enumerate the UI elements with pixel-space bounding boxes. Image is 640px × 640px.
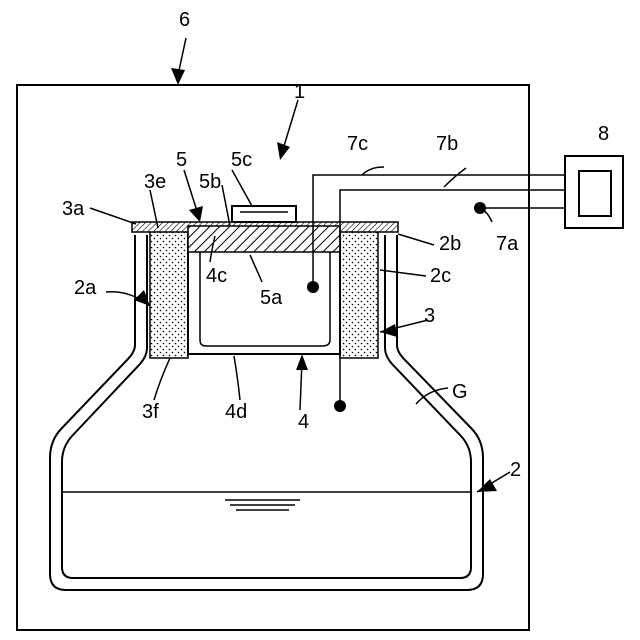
cap-5c	[232, 206, 296, 222]
label-2: 2	[510, 459, 521, 481]
label-5c: 5c	[231, 149, 252, 171]
label-4d: 4d	[225, 401, 247, 423]
sensor-element	[188, 226, 340, 252]
label-3: 3	[424, 305, 435, 327]
stopper-left	[150, 230, 188, 358]
label-1: 1	[294, 81, 305, 103]
device-8-screen	[579, 171, 611, 216]
label-3a: 3a	[62, 198, 85, 220]
label-4: 4	[298, 411, 309, 433]
label-4c: 4c	[206, 265, 227, 287]
stopper-right	[340, 230, 378, 358]
probe-7b	[334, 400, 346, 412]
label-2b: 2b	[439, 233, 461, 255]
label-8: 8	[598, 123, 609, 145]
label-3e: 3e	[144, 171, 166, 193]
label-3f: 3f	[142, 401, 159, 423]
label-7b: 7b	[436, 133, 458, 155]
label-2a: 2a	[74, 277, 97, 299]
label-5a: 5a	[260, 287, 283, 309]
label-5: 5	[176, 149, 187, 171]
label-7a: 7a	[496, 233, 519, 255]
label-5b: 5b	[199, 171, 221, 193]
label-G: G	[452, 381, 468, 403]
chamber-outline	[17, 85, 529, 630]
probe-7c	[307, 281, 319, 293]
label-2c: 2c	[430, 265, 451, 287]
label-6: 6	[179, 9, 190, 31]
label-7c: 7c	[347, 133, 368, 155]
device-8	[565, 156, 623, 228]
